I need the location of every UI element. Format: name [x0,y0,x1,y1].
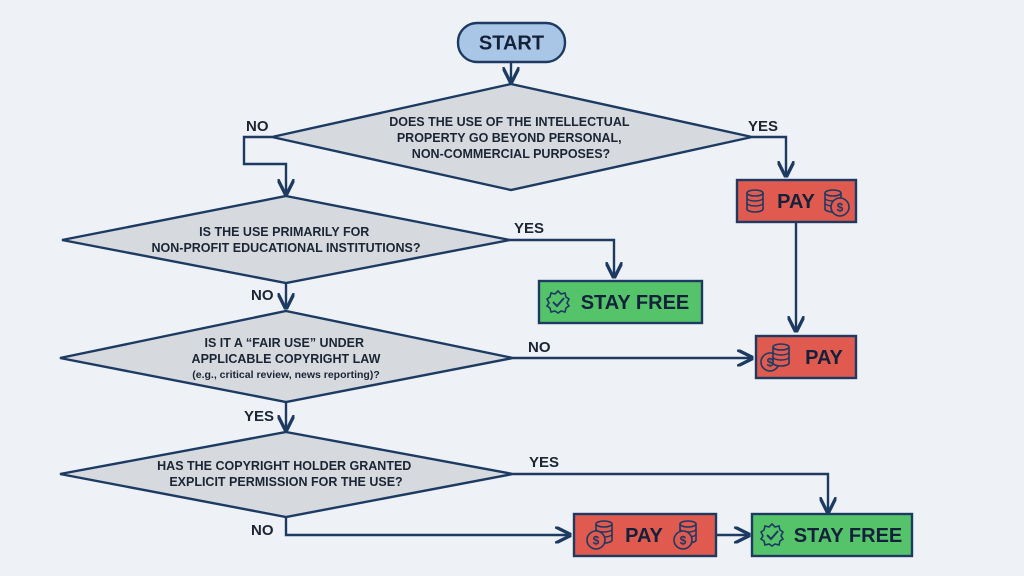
decision-1-line-1: DOES THE USE OF THE INTELLECTUAL [389,115,630,129]
decision-3-line-1: IS IT A “FAIR USE” UNDER [205,336,365,350]
dollar-coin-icon [586,530,606,550]
pay-top-label: PAY [777,191,815,213]
decision-1: DOES THE USE OF THE INTELLECTUAL PROPERT… [271,82,753,192]
edge-q1-no [242,135,286,194]
decision-4-line-2: EXPLICIT PERMISSION FOR THE USE? [169,475,402,489]
label-q3-yes: YES [244,408,274,425]
label-q2-no: NO [251,287,274,304]
decision-3-text: IS IT A “FAIR USE” UNDER APPLICABLE COPY… [192,336,381,366]
outcome-stay-free-mid: STAY FREE [537,279,704,325]
connectors [242,62,828,535]
edge-q2-yes [510,238,614,277]
decision-4: HAS THE COPYRIGHT HOLDER GRANTED EXPLICI… [59,430,514,519]
label-q2-yes: YES [514,220,544,237]
decision-2-text: IS THE USE PRIMARILY FOR NON-PROFIT EDUC… [152,225,421,255]
label-q1-no: NO [246,118,269,135]
decision-1-text: DOES THE USE OF THE INTELLECTUAL PROPERT… [389,115,633,161]
outcome-stay-free-bottom: STAY FREE [750,512,914,558]
decision-3-note: (e.g., critical review, news reporting)? [192,369,380,381]
label-q4-yes: YES [529,454,559,471]
coin-stack-icon [772,343,790,367]
decision-3: IS IT A “FAIR USE” UNDER APPLICABLE COPY… [59,309,514,404]
label-q4-no: NO [251,522,274,539]
decision-4-line-1: HAS THE COPYRIGHT HOLDER GRANTED [157,459,411,473]
stay-free-mid-label: STAY FREE [581,292,690,314]
pay-mid-label: PAY [805,347,843,369]
start-label: START [479,33,544,55]
pay-bottom-label: PAY [625,525,663,547]
decision-1-line-3: NON-COMMERCIAL PURPOSES? [412,147,610,161]
edge-labels: NO YES YES NO NO YES YES NO [244,118,778,539]
dollar-coin-icon [830,197,850,217]
outcome-pay-bottom: PAY [572,512,718,558]
decision-4-text: HAS THE COPYRIGHT HOLDER GRANTED EXPLICI… [157,459,415,489]
coin-stack-icon [746,189,764,213]
edge-q1-yes [752,135,786,176]
edge-q4-yes [513,472,828,512]
label-q1-yes: YES [748,118,778,135]
label-q3-no: NO [528,339,551,356]
edge-q4-no [284,517,570,535]
start-node: START [456,21,567,64]
decision-2-line-1: IS THE USE PRIMARILY FOR [199,225,369,239]
outcome-pay-top: PAY [735,178,858,224]
decision-3-line-2: APPLICABLE COPYRIGHT LAW [192,352,381,366]
decision-1-line-2: PROPERTY GO BEYOND PERSONAL, [397,131,622,145]
dollar-coin-icon [673,530,693,550]
decision-2-line-2: NON-PROFIT EDUCATIONAL INSTITUTIONS? [152,241,421,255]
outcome-pay-mid: PAY [754,334,858,380]
decision-2: IS THE USE PRIMARILY FOR NON-PROFIT EDUC… [61,194,511,285]
stay-free-bottom-label: STAY FREE [794,525,903,547]
